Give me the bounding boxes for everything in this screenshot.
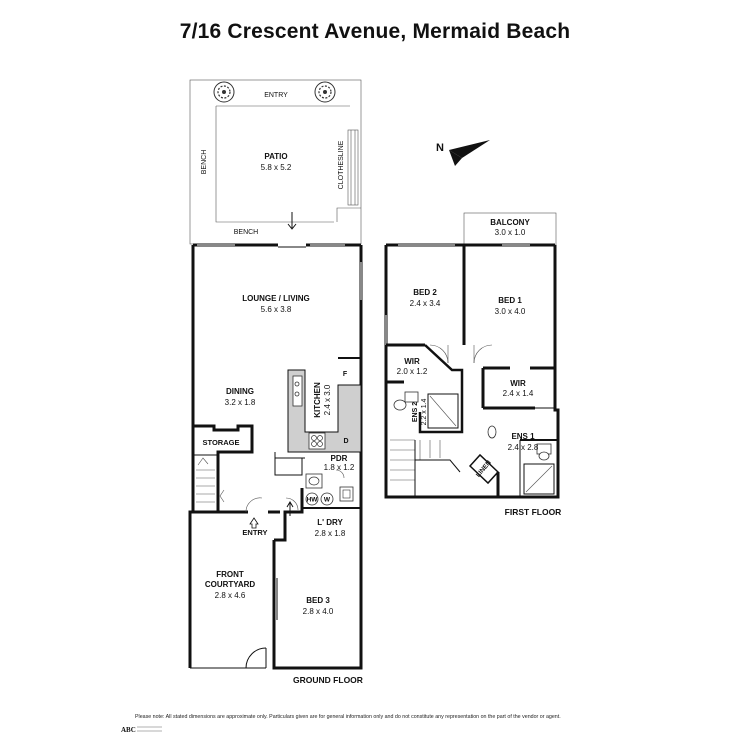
logo: ABC	[121, 726, 162, 734]
bed2-size: 2.4 x 3.4	[410, 299, 441, 308]
bed1-label: BED 1	[498, 296, 522, 305]
bench-bottom-label: BENCH	[234, 229, 259, 236]
north-label: N	[436, 142, 444, 154]
bed3-label: BED 3	[306, 596, 330, 605]
kitchen-size: 2.4 x 3.0	[323, 384, 332, 415]
north-arrow-icon: N	[436, 140, 490, 166]
bed2-label: BED 2	[413, 288, 437, 297]
courtyard-label-1: FRONT	[216, 570, 244, 579]
patio-area: ENTRY BENCH BENCH CLOTHESLINE PATIO 5.8 …	[189, 79, 362, 245]
pdr-size: 1.8 x 1.2	[324, 463, 355, 472]
ens1-size: 2.4 x 2.8	[508, 443, 539, 452]
ground-floor-plan: F D KITCHEN 2.4 x 3.0 HW W LOUNGE / LIVI…	[188, 243, 363, 685]
storage-label: STORAGE	[203, 438, 240, 447]
stairs	[196, 457, 225, 503]
plant-icon	[213, 81, 235, 103]
fridge-label: F	[343, 371, 348, 378]
bench-left-label: BENCH	[201, 150, 208, 175]
balcony-label: BALCONY	[490, 218, 530, 227]
dishwasher-label: D	[343, 438, 348, 445]
pdr-label: PDR	[331, 454, 348, 463]
kitchen: F D KITCHEN 2.4 x 3.0	[287, 357, 362, 453]
entry-front-label: ENTRY	[242, 528, 267, 537]
kitchen-label: KITCHEN	[313, 382, 322, 418]
laundry-label: L' DRY	[317, 518, 343, 527]
dining-label: DINING	[226, 387, 254, 396]
lounge-label: LOUNGE / LIVING	[242, 294, 310, 303]
wir2-label: WIR	[404, 357, 420, 366]
washer-label: W	[324, 497, 331, 504]
ens2-size: 2.2 x 1.4	[421, 398, 428, 425]
stairs	[390, 439, 461, 497]
disclaimer: Please note: All stated dimensions are a…	[135, 714, 561, 720]
laundry-size: 2.8 x 1.8	[315, 529, 346, 538]
courtyard-label-2: COURTYARD	[205, 580, 256, 589]
plant-icon	[314, 81, 336, 103]
lounge-size: 5.6 x 3.8	[261, 305, 292, 314]
wir1-label: WIR	[510, 379, 526, 388]
ens2-label: ENS 2	[412, 402, 419, 422]
balcony-size: 3.0 x 1.0	[495, 228, 526, 237]
dining-size: 3.2 x 1.8	[225, 398, 256, 407]
wir2-size: 2.0 x 1.2	[397, 367, 428, 376]
entry-top-label: ENTRY	[264, 92, 288, 99]
logo-text: ABC	[121, 726, 136, 734]
patio-label: PATIO	[264, 152, 287, 161]
wir1-size: 2.4 x 1.4	[503, 389, 534, 398]
ens1-label: ENS 1	[511, 432, 535, 441]
bed3-size: 2.8 x 4.0	[303, 607, 334, 616]
hot-water-label: HW	[307, 497, 319, 504]
page-title: 7/16 Crescent Avenue, Mermaid Beach	[179, 20, 571, 43]
bed1-size: 3.0 x 4.0	[495, 307, 526, 316]
clothesline-label: CLOTHESLINE	[338, 140, 345, 189]
courtyard-size: 2.8 x 4.6	[215, 591, 246, 600]
patio-size: 5.8 x 5.2	[261, 163, 292, 172]
first-floor-label: FIRST FLOOR	[505, 507, 562, 517]
ground-floor-label: GROUND FLOOR	[293, 675, 363, 685]
first-floor-plan: LINEN BALCONY 3.0 x 1.0 BED 2 2.4 x 3.4 …	[384, 212, 562, 517]
